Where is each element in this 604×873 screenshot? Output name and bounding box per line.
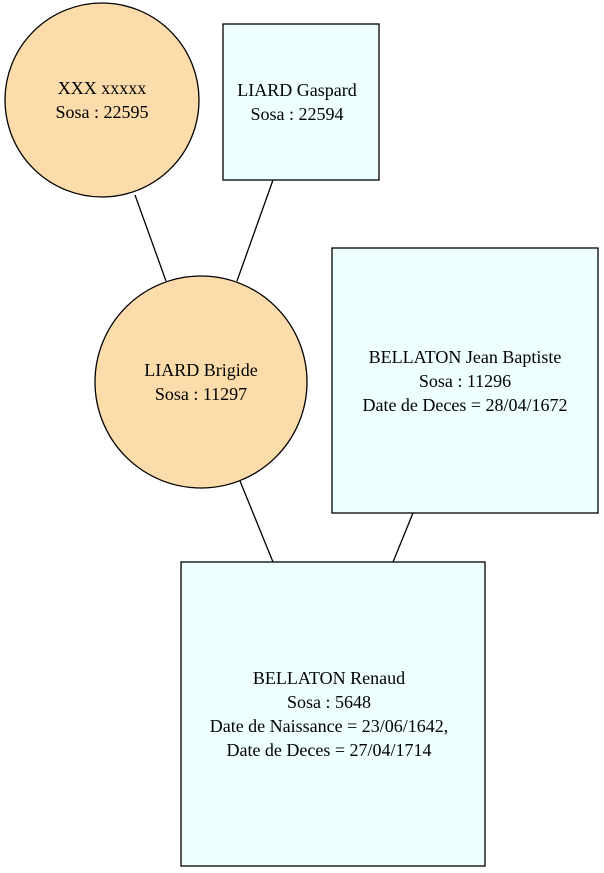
sosa-number: Sosa : 5648 — [286, 692, 371, 712]
node-liard-brigide-circle[interactable] — [94, 275, 308, 489]
node-bellaton-renaud-label: BELLATON Renaud Sosa : 5648 Date de Nais… — [181, 562, 477, 866]
person-name: LIARD Brigide — [144, 360, 258, 380]
person-name: BELLATON Renaud — [252, 668, 406, 688]
node-bellaton-jean-baptiste-box[interactable] — [331, 247, 599, 514]
person-name: LIARD Gaspard — [237, 80, 357, 100]
node-liard-gaspard-box[interactable] — [222, 23, 380, 181]
edge-xxx-to-brigide — [134, 194, 167, 282]
death-date: Date de Deces = 28/04/1672 — [362, 394, 568, 415]
sosa-number: Sosa : 11296 — [418, 370, 512, 391]
edge-gaspard-to-brigide — [236, 179, 274, 282]
sosa-number: Sosa : 22594 — [250, 104, 344, 124]
person-name: XXX xxxxx — [57, 78, 147, 98]
node-liard-gaspard-label: LIARD Gaspard Sosa : 22594 — [223, 24, 371, 180]
node-xxx-xxxxx-circle[interactable] — [4, 2, 200, 198]
edge-brigide-to-renaud — [239, 480, 274, 563]
sosa-number: Sosa : 11297 — [154, 384, 248, 404]
node-bellaton-jean-baptiste-label: BELLATON Jean Baptiste Sosa : 11296 Date… — [332, 248, 598, 513]
sosa-number: Sosa : 22595 — [55, 102, 149, 122]
node-bellaton-renaud-box[interactable] — [180, 561, 486, 867]
person-name: BELLATON Jean Baptiste — [368, 346, 562, 367]
node-liard-brigide-label: LIARD Brigide Sosa : 11297 — [95, 276, 307, 488]
death-date: Date de Deces = 27/04/1714 — [226, 740, 432, 760]
edge-jean-baptiste-to-renaud — [392, 512, 414, 563]
node-xxx-xxxxx-label: XXX xxxxx Sosa : 22595 — [5, 3, 199, 197]
birth-date: Date de Naissance = 23/06/1642, — [209, 716, 449, 736]
